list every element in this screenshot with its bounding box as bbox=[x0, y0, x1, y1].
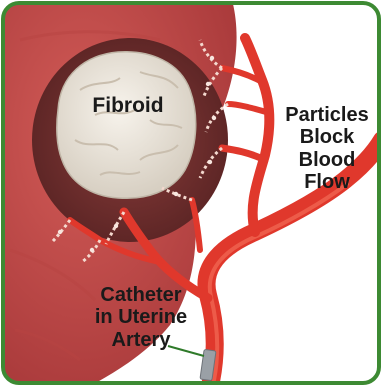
catheter-in-uterine-artery-label: Catheter in Uterine Artery bbox=[56, 284, 226, 351]
catheter-label-line: Catheter bbox=[56, 284, 226, 306]
particles-label-line: Flow bbox=[272, 171, 382, 193]
catheter-label-line: in Uterine bbox=[56, 306, 226, 328]
particles-label-line: Block bbox=[272, 126, 382, 148]
particles-label-line: Blood bbox=[272, 149, 382, 171]
catheter-label-line: Artery bbox=[56, 329, 226, 351]
particles-label-line: Particles bbox=[272, 104, 382, 126]
fibroid-label: Fibroid bbox=[68, 94, 188, 118]
particles-block-blood-flow-label: Particles Block Blood Flow bbox=[272, 104, 382, 194]
